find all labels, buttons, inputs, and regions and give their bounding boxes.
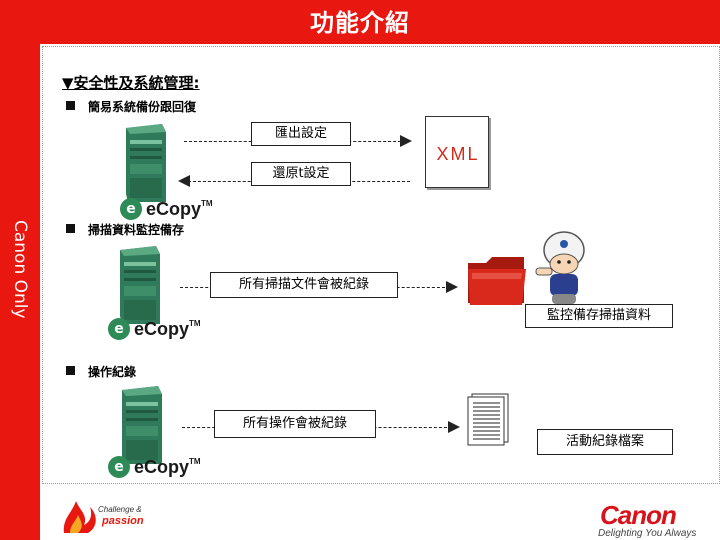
server-icon xyxy=(126,124,166,202)
arrow-left-icon xyxy=(178,175,190,187)
scan-heading: 掃描資料監控備存 xyxy=(88,223,185,237)
ecopy-logo-1: eCopyTM xyxy=(146,199,213,219)
log-heading: 操作紀錄 xyxy=(88,365,137,379)
export-settings-box: 匯出設定 xyxy=(251,122,351,146)
ecopy-logo-3: eCopyTM xyxy=(134,457,201,477)
page-title: 功能介紹 xyxy=(310,9,410,37)
title-bar xyxy=(0,0,720,44)
all-scans-logged-box: 所有掃描文件會被紀錄 xyxy=(210,272,398,298)
flame-icon xyxy=(63,501,96,533)
server-icon xyxy=(122,386,162,464)
activity-log-box: 活動紀錄檔案 xyxy=(537,429,673,455)
all-ops-logged-box: 所有操作會被紀錄 xyxy=(214,410,376,438)
canon-logo: Canon xyxy=(600,500,677,530)
arrow-right-icon xyxy=(446,281,458,293)
restore-settings-box: 還原t設定 xyxy=(251,162,351,186)
bullet-icon xyxy=(66,366,75,375)
left-bar xyxy=(0,44,40,540)
log-document-icon xyxy=(467,393,509,446)
section-heading: ▼安全性及系統管理: xyxy=(62,74,200,92)
ecopy-logo-icon: e xyxy=(120,198,142,220)
backup-heading: 簡易系統備份跟回復 xyxy=(88,100,197,114)
ecopy-logo-2: eCopyTM xyxy=(134,319,201,339)
folder-icon xyxy=(468,257,526,305)
police-mascot-icon xyxy=(535,231,585,304)
bullet-icon xyxy=(66,101,75,110)
challenge-text: Challenge & xyxy=(98,505,142,514)
passion-text: passion xyxy=(102,515,144,527)
monitor-backup-box: 監控備存掃描資料 xyxy=(525,304,673,328)
challenge-passion-logo: Challenge & passion xyxy=(58,495,168,535)
arrow-right-icon xyxy=(448,421,460,433)
bullet-icon xyxy=(66,224,75,233)
canon-tagline: Delighting You Always xyxy=(598,528,697,539)
xml-label: XML xyxy=(436,144,480,164)
arrow-right-icon xyxy=(400,135,412,147)
ecopy-logo-icon: e xyxy=(108,318,130,340)
ecopy-logo-icon: e xyxy=(108,456,130,478)
server-icon xyxy=(120,246,160,324)
xml-document-icon xyxy=(425,116,489,188)
side-label: Canon Only xyxy=(10,219,30,319)
